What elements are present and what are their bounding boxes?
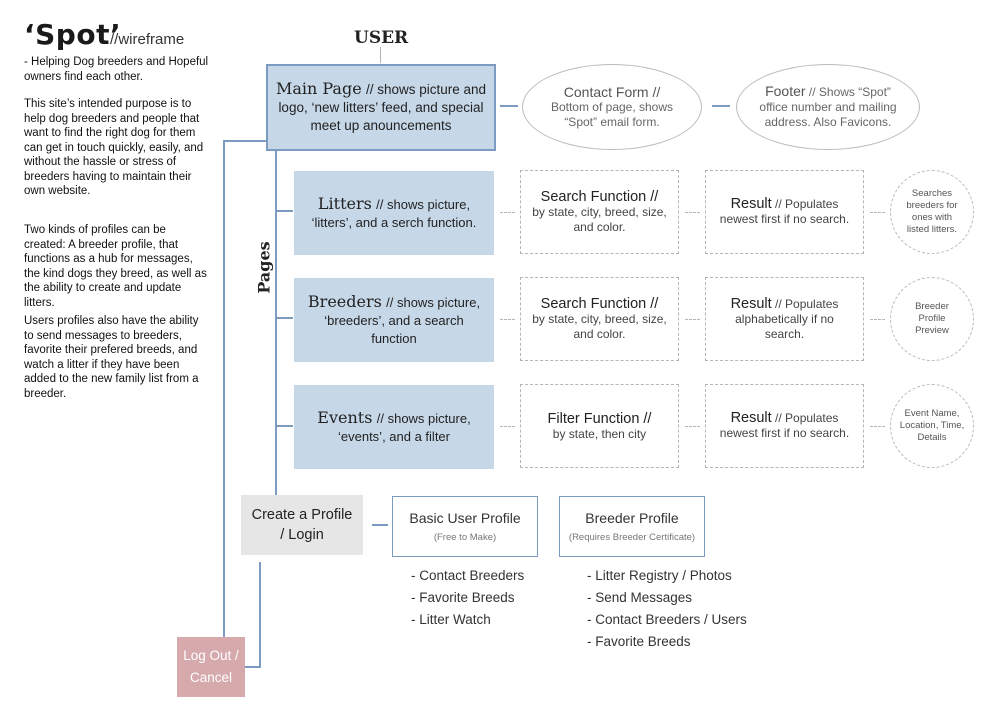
contact-form-node[interactable]: Contact Form // Bottom of page, shows “S… [522, 64, 702, 150]
breeders-title: Breeders [307, 291, 382, 311]
list-item: - Favorite Breeds [411, 590, 515, 605]
contact-form-desc: Bottom of page, shows “Spot” email form. [550, 100, 674, 129]
connector-events [275, 425, 293, 427]
events-result-title: Result [730, 410, 772, 426]
connector-footer [712, 105, 730, 107]
main-page-desc: // shows picture and logo, ‘new litters’… [278, 82, 487, 133]
breeders-result-desc: // Populates alphabetically if no search… [735, 296, 839, 341]
logout-label: Log Out / Cancel [183, 648, 239, 685]
list-item: - Contact Breeders / Users [587, 612, 747, 627]
litters-result-title: Result [730, 196, 772, 212]
pages-label: Pages [254, 241, 274, 294]
connector-left-vertical [223, 140, 225, 648]
wireframe-subtitle: //wireframe [110, 31, 185, 48]
breeder-profile-features: - Litter Registry / Photos - Send Messag… [587, 565, 747, 653]
litters-func-title: Search Function // [540, 189, 659, 205]
breeders-note: Breeder Profile Preview [890, 277, 974, 361]
connector-logout-vertical [259, 562, 261, 668]
connector-profile [372, 524, 388, 526]
breeders-desc: // shows picture, ‘breeders’, and a sear… [324, 294, 481, 346]
list-item: - Favorite Breeds [587, 634, 691, 649]
main-page-box[interactable]: Main Page // shows picture and logo, ‘ne… [266, 64, 496, 151]
litters-note-text: Searches breeders for ones with listed l… [906, 188, 958, 235]
users-paragraph: Users profiles also have the ability to … [24, 315, 199, 400]
create-profile-label: Create a Profile / Login [251, 507, 353, 543]
events-note-text: Event Name, Location, Time, Details [899, 408, 965, 443]
events-desc: // shows picture, ‘events’, and a filter [337, 410, 471, 444]
litters-page-box[interactable]: Litters // shows picture, ‘litters’, and… [294, 171, 494, 255]
breeder-profile-note: (Requires Breeder Certificate) [568, 532, 696, 543]
site-title: ‘Spot’ [24, 18, 122, 51]
events-title: Events [317, 407, 373, 427]
litters-func-desc: by state, city, breed, size, and color. [532, 205, 667, 234]
logout-cancel-button[interactable]: Log Out / Cancel [177, 637, 245, 697]
litters-note: Searches breeders for ones with listed l… [890, 170, 974, 254]
footer-node[interactable]: Footer // Shows “Spot” office number and… [736, 64, 920, 150]
connector-contact [500, 105, 518, 107]
list-item: - Litter Watch [411, 612, 491, 627]
breeders-result[interactable]: Result // Populates alphabetically if no… [705, 277, 864, 361]
events-func-title: Filter Function // [547, 410, 652, 427]
main-page-title: Main Page [275, 79, 362, 98]
events-func-desc: by state, then city [552, 426, 647, 441]
list-item: - Contact Breeders [411, 568, 525, 583]
litters-result-desc: // Populates newest first if no search. [719, 197, 850, 226]
events-result-desc: // Populates newest first if no search. [719, 411, 850, 440]
basic-user-profile-box[interactable]: Basic User Profile (Free to Make) [392, 496, 538, 557]
connector-breeders [275, 317, 293, 319]
litters-title: Litters [317, 193, 372, 213]
breeder-profile-title: Breeder Profile [585, 510, 679, 526]
connector-main-left [223, 140, 267, 142]
events-result[interactable]: Result // Populates newest first if no s… [705, 384, 864, 468]
connector-logout [245, 666, 261, 668]
footer-desc: // Shows “Spot” office number and mailin… [759, 85, 897, 129]
list-item: - Send Messages [587, 590, 693, 605]
breeders-page-box[interactable]: Breeders // shows picture, ‘breeders’, a… [294, 278, 494, 362]
list-item: - Litter Registry / Photos [587, 568, 732, 583]
create-profile-login-button[interactable]: Create a Profile / Login [241, 495, 363, 555]
connector-pages-trunk [275, 150, 277, 495]
basic-profile-title: Basic User Profile [409, 510, 521, 526]
breeders-result-title: Result [730, 295, 772, 312]
events-note: Event Name, Location, Time, Details [890, 384, 974, 468]
basic-profile-note: (Free to Make) [433, 532, 497, 543]
litters-result[interactable]: Result // Populates newest first if no s… [705, 170, 864, 254]
purpose-paragraph: This site’s intended purpose is to help … [24, 98, 204, 197]
tagline: - Helping Dog breeders and Hopeful owner… [24, 56, 209, 83]
footer-title: Footer [765, 83, 806, 99]
litters-search-function[interactable]: Search Function // by state, city, breed… [520, 170, 679, 254]
contact-form-title: Contact Form // [563, 84, 661, 100]
breeders-func-desc: by state, city, breed, size, and color. [532, 312, 667, 341]
profiles-paragraph: Two kinds of profiles can be created: A … [24, 224, 207, 309]
user-connector [380, 47, 381, 63]
events-filter-function[interactable]: Filter Function // by state, then city [520, 384, 679, 468]
user-label: USER [354, 28, 409, 48]
breeders-search-function[interactable]: Search Function // by state, city, breed… [520, 277, 679, 361]
litters-desc: // shows picture, ‘litters’, and a serch… [311, 196, 477, 230]
breeder-profile-box[interactable]: Breeder Profile (Requires Breeder Certif… [559, 496, 705, 557]
breeders-func-title: Search Function // [540, 296, 659, 312]
events-page-box[interactable]: Events // shows picture, ‘events’, and a… [294, 385, 494, 469]
basic-profile-features: - Contact Breeders - Favorite Breeds - L… [411, 565, 524, 631]
breeders-note-text: Breeder Profile Preview [915, 301, 949, 336]
connector-litters [275, 210, 293, 212]
